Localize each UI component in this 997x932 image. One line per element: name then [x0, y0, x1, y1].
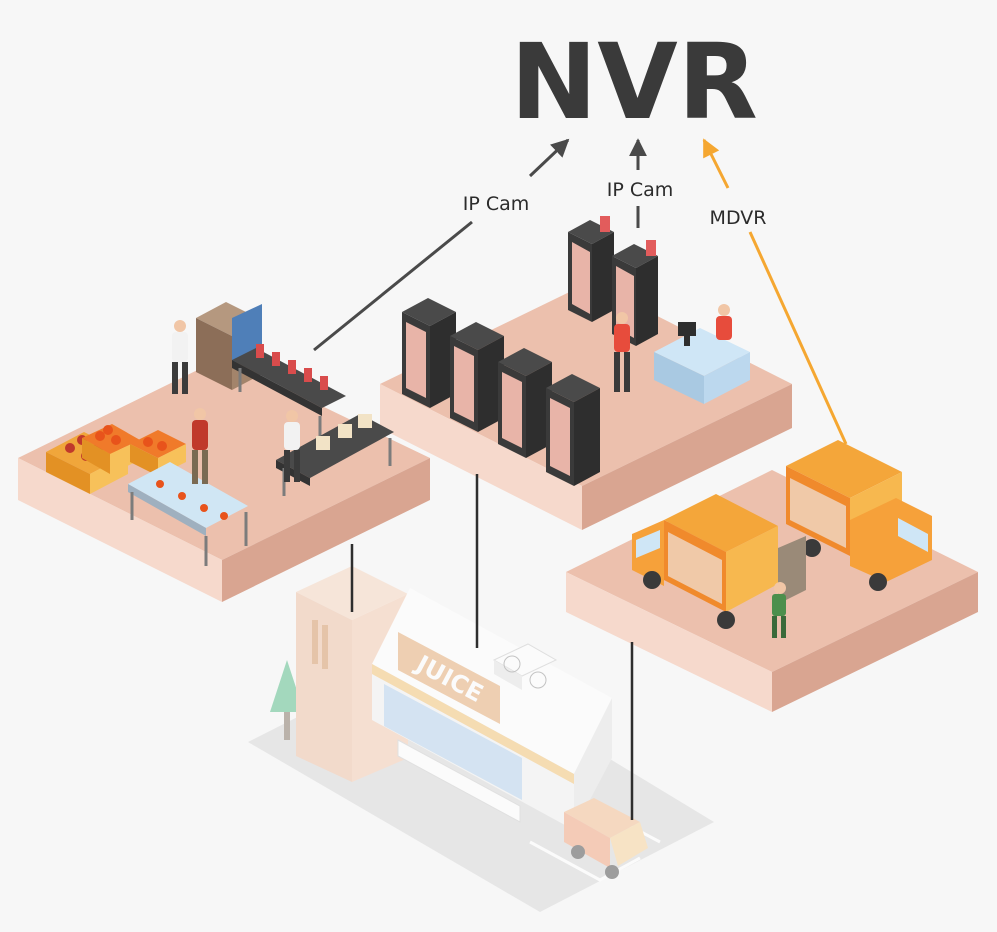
fridge-icon [498, 348, 552, 458]
fridge-icon [450, 322, 504, 432]
fridge-icon [546, 374, 600, 486]
conveyor-belt-icon [276, 414, 394, 496]
headquarters-building: JUICE [248, 566, 714, 912]
worker-icon [172, 320, 188, 394]
conveyor-belt-icon [232, 344, 346, 444]
trucks-link-arrow [702, 138, 730, 189]
fridge-icon [402, 298, 456, 408]
worker-icon [284, 410, 300, 482]
mdvr-label: MDVR [710, 207, 767, 229]
worker-icon [192, 408, 208, 484]
checkout-counter-icon [654, 322, 750, 404]
factory-link-line [313, 220, 473, 352]
factory-scene [46, 302, 394, 566]
delivery-truck-icon [786, 440, 932, 591]
tree-icon [270, 660, 304, 740]
store-scene [402, 216, 750, 486]
small-truck-icon [564, 798, 648, 879]
factory-ip-cam-label: IP Cam [463, 193, 530, 215]
fridge-icon [568, 216, 614, 322]
trucks-link-line [748, 231, 848, 445]
factory-link-arrow [528, 138, 570, 178]
ac-unit-icon [492, 643, 558, 690]
sorting-table-icon [128, 462, 248, 566]
fridge-icon [612, 240, 658, 346]
worker-icon [772, 582, 786, 638]
customer-icon [614, 312, 630, 392]
factory-platform [18, 358, 430, 602]
trucks-scene [632, 440, 932, 638]
delivery-truck-icon [632, 494, 806, 629]
cashier-icon [716, 304, 732, 340]
nvr-title: NVR [510, 21, 758, 143]
store-ip-cam-label: IP Cam [607, 179, 674, 201]
